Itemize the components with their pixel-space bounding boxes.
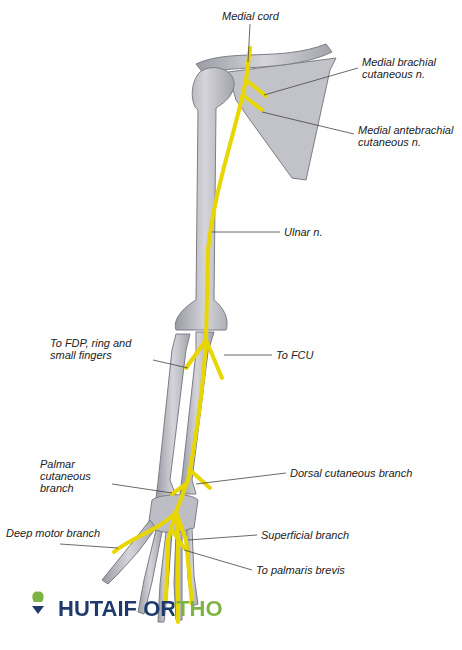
nerve-label: Ulnar n. (284, 226, 344, 238)
nerve-label: Medial brachial cutaneous n. (362, 56, 454, 80)
branch-label: Palmar cutaneous branch (40, 458, 114, 494)
leader-lines (60, 24, 358, 570)
branch-label: Superficial branch (261, 529, 371, 541)
branch-label: To FCU (276, 349, 336, 361)
branch-label: Dorsal cutaneous branch (290, 467, 440, 479)
watermark: HUTAIF ORTHO (58, 597, 258, 621)
branch-label: To FDP, ring and small fingers (50, 337, 154, 361)
branch-label: To palmaris brevis (256, 564, 376, 576)
branch-label: Deep motor branch (6, 527, 116, 539)
nerve-label: Medial antebrachial cutaneous n. (358, 124, 458, 148)
ulnar-nerve (114, 48, 266, 622)
logo-icon (32, 592, 44, 614)
nerve-label: Medial cord (222, 10, 292, 22)
